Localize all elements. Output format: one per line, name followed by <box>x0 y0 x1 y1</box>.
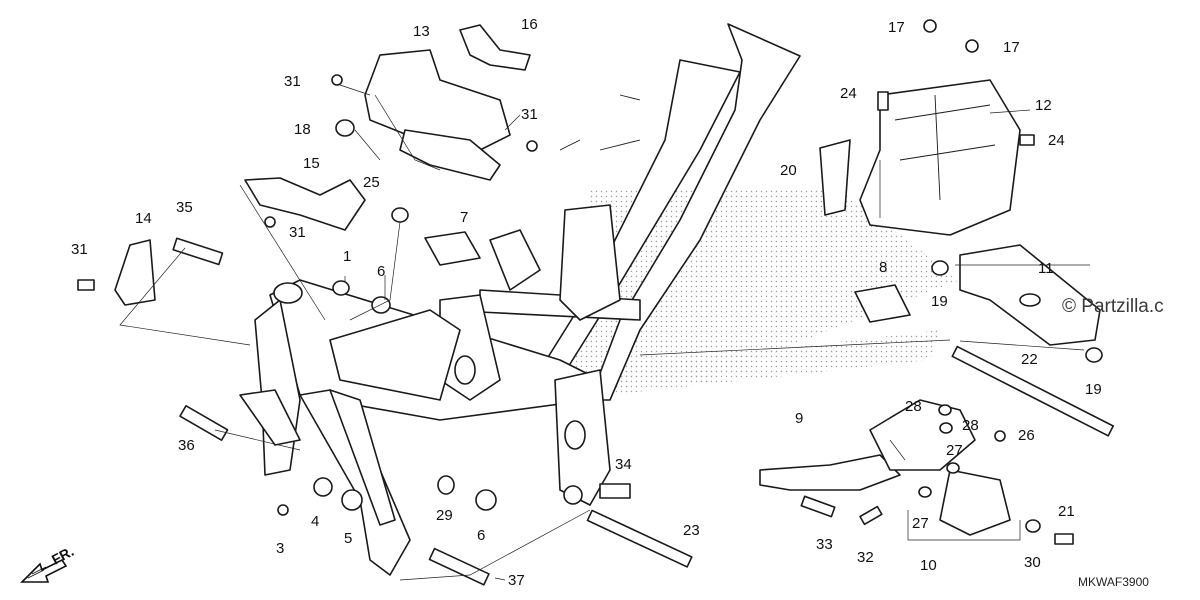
label-33: 33 <box>816 536 833 553</box>
label-31c: 31 <box>289 224 306 241</box>
label-35: 35 <box>176 199 193 216</box>
label-19b: 19 <box>1085 381 1102 398</box>
label-8: 8 <box>879 259 887 276</box>
label-27b: 27 <box>912 515 929 532</box>
label-25: 25 <box>363 174 380 191</box>
bushings <box>264 19 1103 533</box>
label-19a: 19 <box>931 293 948 310</box>
label-1: 1 <box>343 248 351 265</box>
diagram-code: MKWAF3900 <box>1078 575 1149 589</box>
part-10-bracket <box>869 399 976 471</box>
part-20-strap <box>819 139 851 216</box>
part-9-bracket <box>759 454 901 491</box>
label-27a: 27 <box>946 442 963 459</box>
part-25-bracket <box>399 129 501 181</box>
leader-lines <box>119 84 1090 581</box>
label-12: 12 <box>1035 97 1052 114</box>
main-frame <box>239 23 801 576</box>
label-10: 10 <box>920 557 937 574</box>
label-24b: 24 <box>1048 132 1065 149</box>
label-29: 29 <box>436 507 453 524</box>
label-32: 32 <box>857 549 874 566</box>
label-6a: 6 <box>377 263 385 280</box>
label-31b: 31 <box>521 106 538 123</box>
label-7: 7 <box>460 209 468 226</box>
part-16-bracket <box>459 24 531 71</box>
label-30: 30 <box>1024 554 1041 571</box>
label-36: 36 <box>178 437 195 454</box>
label-21: 21 <box>1058 503 1075 520</box>
label-17b: 17 <box>1003 39 1020 56</box>
label-4: 4 <box>311 513 319 530</box>
label-28b: 28 <box>962 417 979 434</box>
part-13-bracket <box>364 49 511 151</box>
part-15-bracket <box>244 177 366 231</box>
label-22: 22 <box>1021 351 1038 368</box>
label-15: 15 <box>303 155 320 172</box>
label-6b: 6 <box>477 527 485 544</box>
label-31d: 31 <box>71 241 88 258</box>
label-17a: 17 <box>888 19 905 36</box>
label-24a: 24 <box>840 85 857 102</box>
bolts <box>77 91 1114 586</box>
label-37: 37 <box>508 572 525 589</box>
label-28a: 28 <box>905 398 922 415</box>
part-26-guard <box>939 469 1011 536</box>
label-13: 13 <box>413 23 430 40</box>
label-5: 5 <box>344 530 352 547</box>
shading-area-lower <box>600 330 940 395</box>
part-14-bracket <box>114 239 156 306</box>
label-18: 18 <box>294 121 311 138</box>
label-14: 14 <box>135 210 152 227</box>
front-direction-arrow-icon <box>20 558 68 583</box>
label-31a: 31 <box>284 73 301 90</box>
label-23: 23 <box>683 522 700 539</box>
label-34: 34 <box>615 456 632 473</box>
part-numbers: 3 4 5 6 6 7 8 9 10 11 12 13 14 15 16 17 … <box>71 16 1102 589</box>
label-11: 11 <box>1038 260 1054 277</box>
label-16: 16 <box>521 16 538 33</box>
label-26: 26 <box>1018 427 1035 444</box>
label-20: 20 <box>780 162 797 179</box>
label-3: 3 <box>276 540 284 557</box>
watermark: © Partzilla.c <box>1062 296 1164 317</box>
part-12-battery-box <box>859 79 1021 236</box>
shading-area <box>560 190 960 380</box>
label-9: 9 <box>795 410 803 427</box>
